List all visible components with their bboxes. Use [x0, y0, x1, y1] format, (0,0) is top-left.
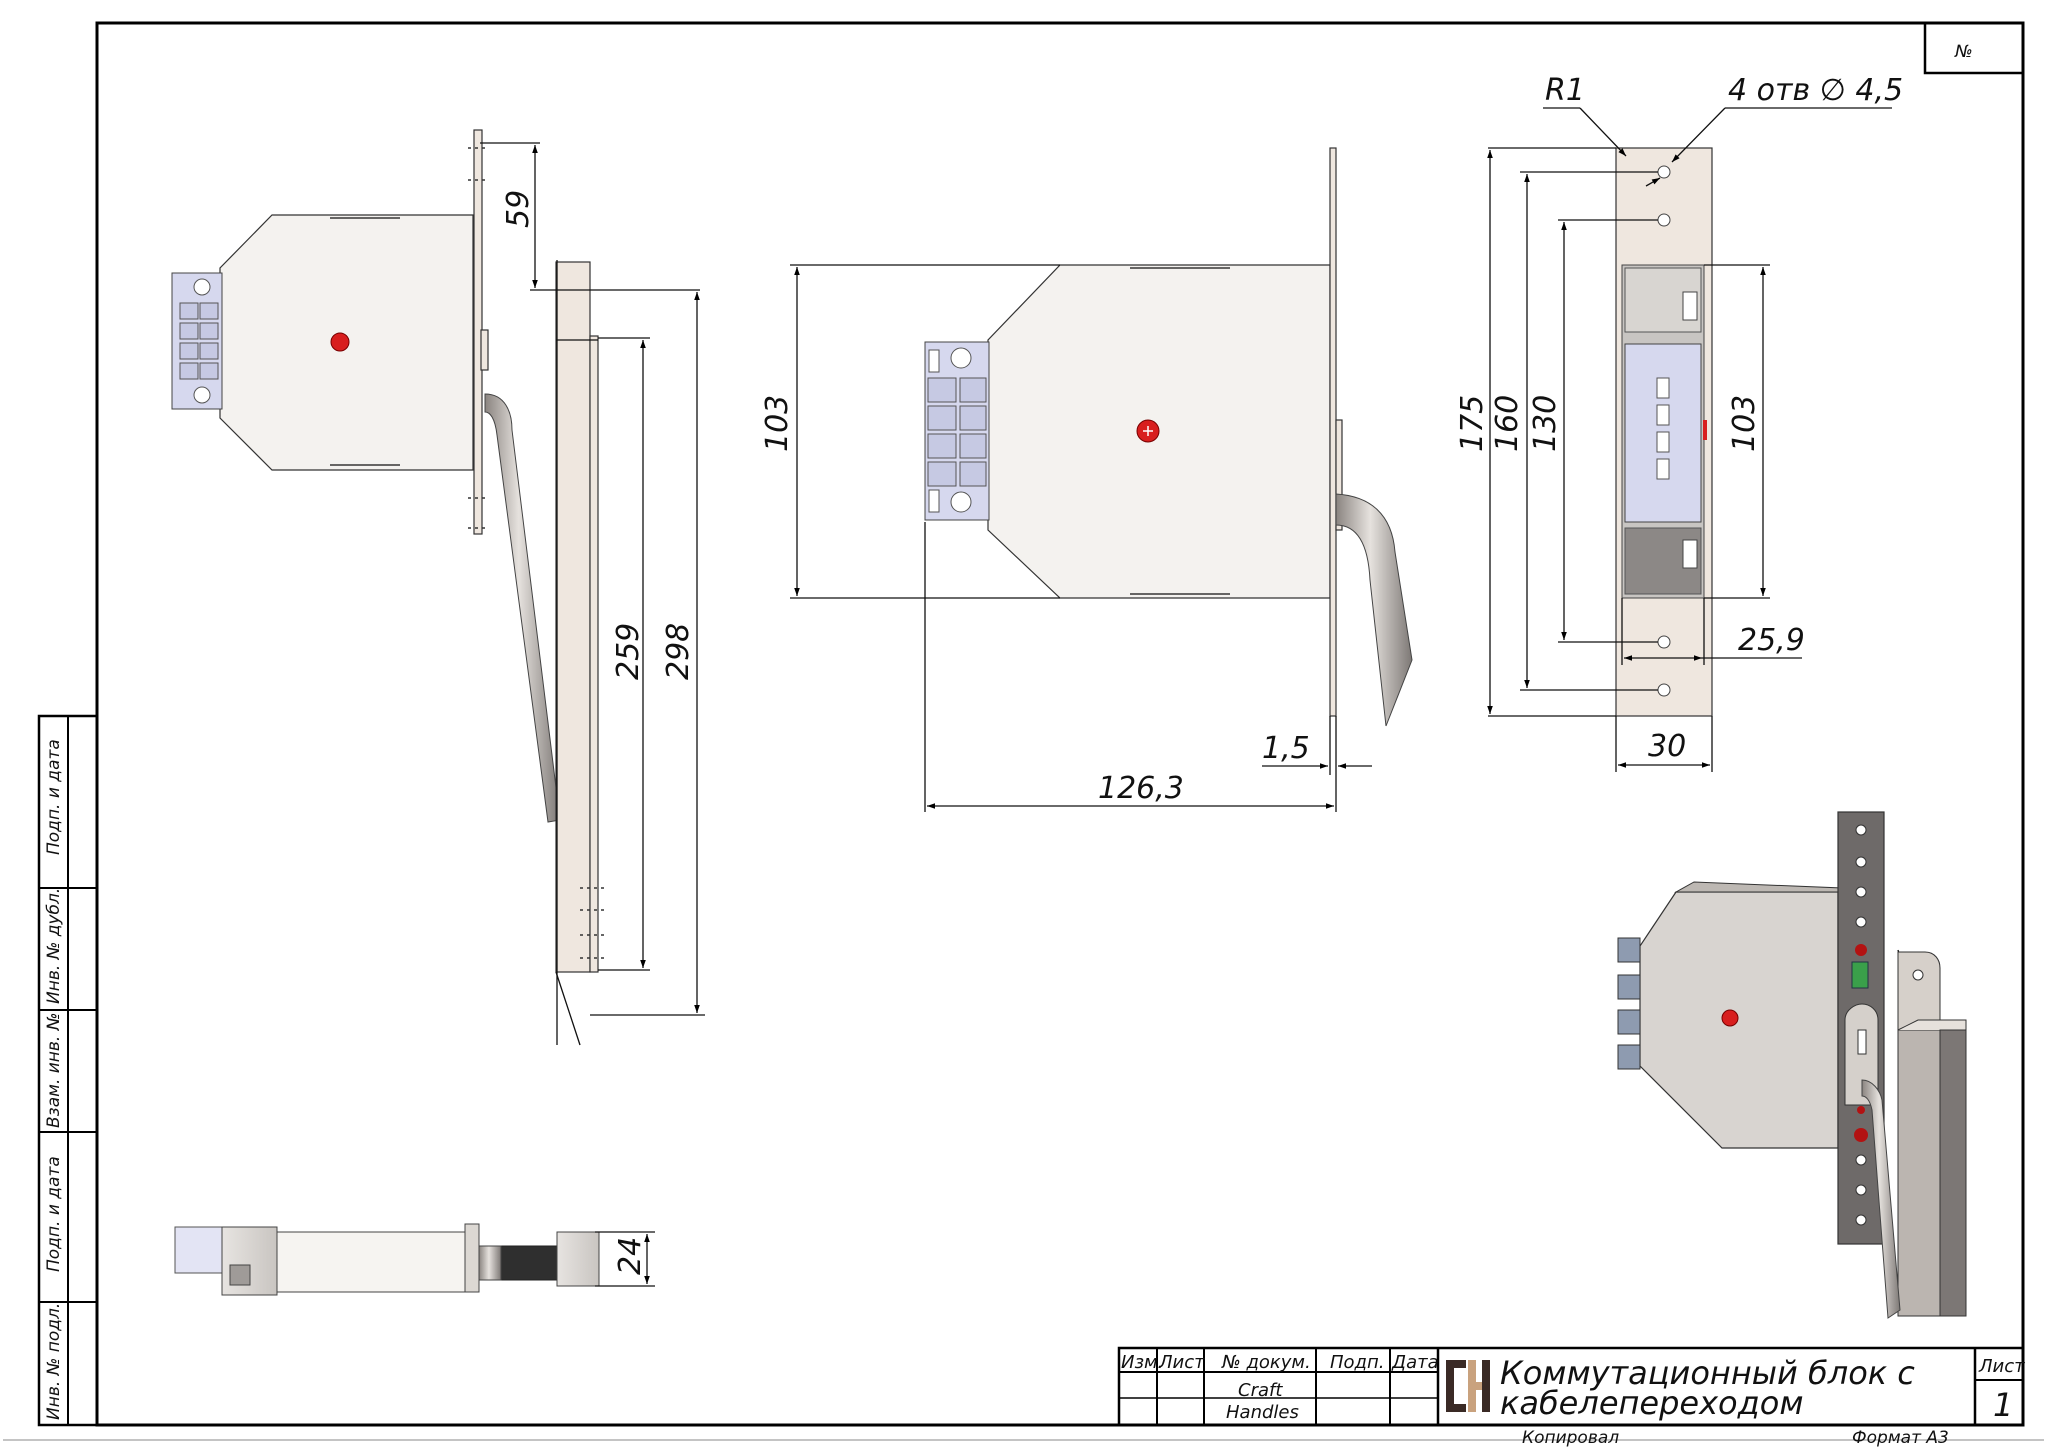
side-column-3: Взам. инв. № — [44, 1013, 64, 1128]
terminal-block-center — [924, 341, 990, 521]
tb-header-doc: № докум. — [1221, 1352, 1311, 1373]
tb-title-line2: кабелепереходом — [1500, 1384, 1803, 1422]
side-column-1: Подп. и дата — [44, 739, 64, 855]
view-right-end: 175 160 130 103 25,9 30 R1 4 отв ∅ 4,5 — [1455, 73, 1903, 772]
dim-59: 59 — [501, 190, 536, 228]
tb-developer-line1: Craft — [1238, 1380, 1283, 1401]
dim-30: 30 — [1648, 729, 1686, 764]
view-isometric — [1617, 811, 1967, 1319]
tb-format-label: Формат А3 — [1852, 1428, 1949, 1448]
view-left-side: 59 259 298 — [171, 129, 705, 1046]
tb-header-sign: Подп. — [1330, 1352, 1384, 1373]
view-bottom-top: 24 — [174, 1223, 655, 1296]
side-column-2: Инв. № дубл. — [44, 888, 64, 1004]
company-logo — [1446, 1360, 1490, 1412]
dim-126-3: 126,3 — [1098, 771, 1184, 806]
mounting-hole-icon — [1657, 683, 1671, 697]
dim-130: 130 — [1528, 395, 1563, 452]
screw-icon-iso — [1721, 1009, 1739, 1027]
tb-developer-line2: Handles — [1226, 1402, 1299, 1423]
dim-25-9: 25,9 — [1738, 623, 1805, 658]
view-center-front: 103 126,3 1,5 — [760, 147, 1413, 812]
dim-1-5: 1,5 — [1262, 731, 1310, 766]
tb-header-date: Дата — [1391, 1352, 1439, 1373]
tb-sheet-label: Лист — [1978, 1356, 2025, 1377]
dim-298: 298 — [661, 623, 696, 680]
tb-copied-label: Копировал — [1522, 1428, 1619, 1448]
tb-header-list: Лист — [1158, 1352, 1205, 1373]
dim-holes: 4 отв ∅ 4,5 — [1728, 73, 1903, 108]
mounting-hole-icon — [1657, 635, 1671, 649]
stamp-number-label: № — [1954, 42, 1973, 62]
dim-24: 24 — [613, 1237, 648, 1275]
tb-header-izm: Изм. — [1121, 1352, 1163, 1373]
tb-sheet-number: 1 — [1993, 1386, 2013, 1424]
terminal-block-left — [171, 272, 223, 410]
side-columns: Подп. и дата Инв. № дубл. Взам. инв. № П… — [37, 714, 99, 1427]
tb-title-line1: Коммутационный блок с — [1500, 1354, 1915, 1392]
dim-160: 160 — [1490, 395, 1525, 452]
dim-r1: R1 — [1545, 73, 1585, 108]
side-column-5: Инв. № подл. — [44, 1303, 64, 1420]
dim-103-center: 103 — [760, 395, 795, 452]
dim-103-right: 103 — [1727, 395, 1762, 452]
dim-175: 175 — [1455, 395, 1490, 452]
side-column-4: Подп. и дата — [44, 1156, 64, 1272]
dim-259: 259 — [611, 623, 646, 680]
mounting-hole-icon — [1657, 165, 1671, 179]
title-block: Изм. Лист № докум. Подп. Дата Craft Hand… — [1117, 1346, 2025, 1448]
mounting-hole-icon — [1657, 213, 1671, 227]
screw-icon-left — [330, 332, 350, 352]
